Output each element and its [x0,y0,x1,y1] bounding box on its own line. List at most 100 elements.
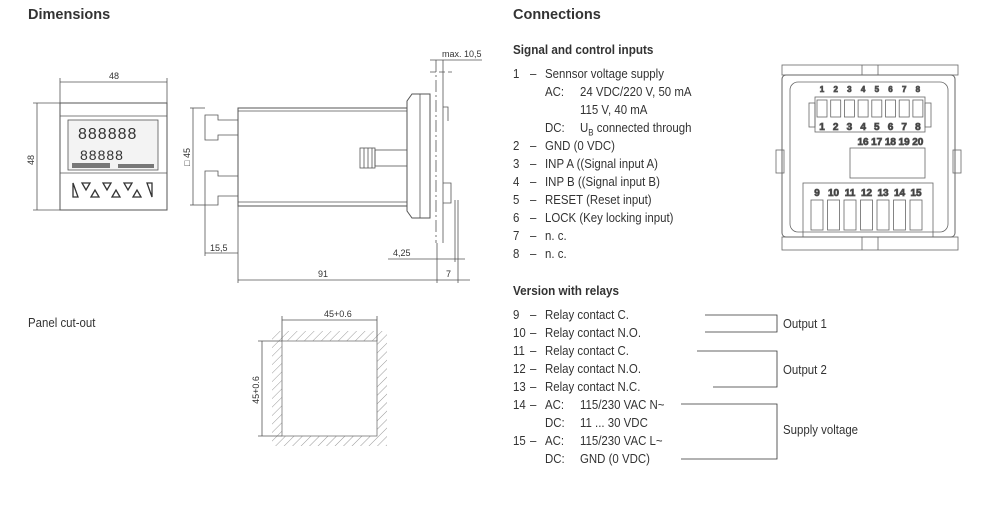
row-text: UB connected through [580,119,692,142]
dash: – [530,379,537,394]
terminal-slot [860,199,873,231]
body-depth-label: 91 [318,269,328,279]
pin-number: 5 [513,192,520,207]
terminal-number: 13 [877,188,889,199]
dash: – [530,174,537,189]
row-text: GND (0 VDC) [580,451,650,466]
terminal-number: 1 [820,85,825,94]
cutout-height-label: 45+0.6 [251,376,261,404]
terminal-number: 5 [874,122,880,133]
pin-number: 14 [513,397,526,412]
row-text: 115/230 VAC N~ [580,397,665,412]
row-text: INP A ((Signal input A) [545,156,658,171]
row-text: GND (0 VDC) [545,138,615,153]
panel-cutout-title: Panel cut-out [28,315,96,330]
terminal-number: 5 [875,85,880,94]
dash: – [530,246,537,261]
dash: – [530,138,537,153]
pin-number: 2 [513,138,520,153]
terminal-slot [898,99,910,118]
terminal-number: 4 [861,85,866,94]
row-text: 115 V, 40 mA [580,102,648,117]
pin-number: 1 [513,66,520,81]
dash: – [530,156,537,171]
svg-text:888888: 888888 [78,126,137,143]
pin-number: 6 [513,210,520,225]
group-brackets [681,314,778,460]
front-height-label: 48 [26,155,36,165]
row-text: Relay contact N.O. [545,325,642,340]
terminal-number: 2 [833,122,839,133]
pin-number: 9 [513,307,520,322]
connections-title: Connections [513,7,601,23]
pin-number: 12 [513,361,526,376]
dimensions-title: Dimensions [28,7,111,23]
relay-version-title: Version with relays [513,283,620,298]
terminal-number: 7 [901,122,907,133]
terminal-slot [909,199,923,231]
terminal-number: 9 [814,188,820,199]
output2-label: Output 2 [783,362,827,377]
bezel-depth-label: 7 [446,269,451,279]
row-text: 11 ... 30 VDC [580,415,648,430]
dash: – [530,192,537,207]
pin-number: 11 [513,343,525,358]
type-key: AC: [545,397,565,412]
terminal-slot [810,199,824,231]
panel-thickness-label: 4,25 [393,248,411,258]
type-key: DC: [545,451,565,466]
front-view: 888888 88888 48 48 [26,71,168,211]
pin-number: 13 [513,379,526,394]
row-text: Relay contact N.O. [545,361,642,376]
terminal-slot [893,199,906,231]
max-label: max. 10,5 [442,49,482,59]
dash: – [530,361,537,376]
back-view [775,64,962,251]
terminal-number: 20 [912,137,924,148]
dash: – [530,210,537,225]
row-text: Relay contact C. [545,343,629,358]
terminal-slot [857,99,869,118]
row-text: Relay contact N.C. [545,379,641,394]
dash: – [530,307,537,322]
pin-number: 7 [513,228,520,243]
row-text-main: U [580,120,589,135]
front-buttons [72,182,153,198]
subscript: B [588,127,594,138]
row-text: 24 VDC/220 V, 50 mA [580,84,692,99]
panel-cutout-drawing: 45+0.6 45+0.6 [251,309,387,446]
terminal-depth-label: 15,5 [210,243,228,253]
supply-voltage-label: Supply voltage [783,422,859,437]
terminal-number: 18 [885,137,897,148]
terminal-number: 3 [847,122,853,133]
row-text: 115/230 VAC L~ [580,433,663,448]
terminal-number: 8 [916,85,921,94]
pin-number: 8 [513,246,520,261]
row-text: LOCK (Key locking input) [545,210,674,225]
dash: – [530,397,537,412]
dash: – [530,325,537,340]
type-key: DC: [545,120,565,135]
type-key: AC: [545,433,565,448]
terminal-number: 6 [888,85,893,94]
terminal-slot [843,199,857,231]
type-key: AC: [545,84,565,99]
output1-label: Output 1 [783,316,827,331]
row-text: Sennsor voltage supply [545,66,664,81]
pin-number: 3 [513,156,520,171]
row-text: n. c. [545,228,567,243]
terminal-number: 1 [819,122,825,133]
side-view: □ 45 max. 10,5 15,5 91 7 4,25 [182,49,482,283]
terminal-slot [871,99,883,118]
dash: – [530,228,537,243]
terminal-number: 6 [888,122,894,133]
pin-number: 10 [513,325,526,340]
terminal-number: 15 [910,188,922,199]
type-key: DC: [545,415,565,430]
terminal-number: 2 [833,85,838,94]
row-text-cont: connected through [593,120,692,135]
terminal-slot [876,199,890,231]
row-text: n. c. [545,246,567,261]
terminal-number: 19 [899,137,911,148]
